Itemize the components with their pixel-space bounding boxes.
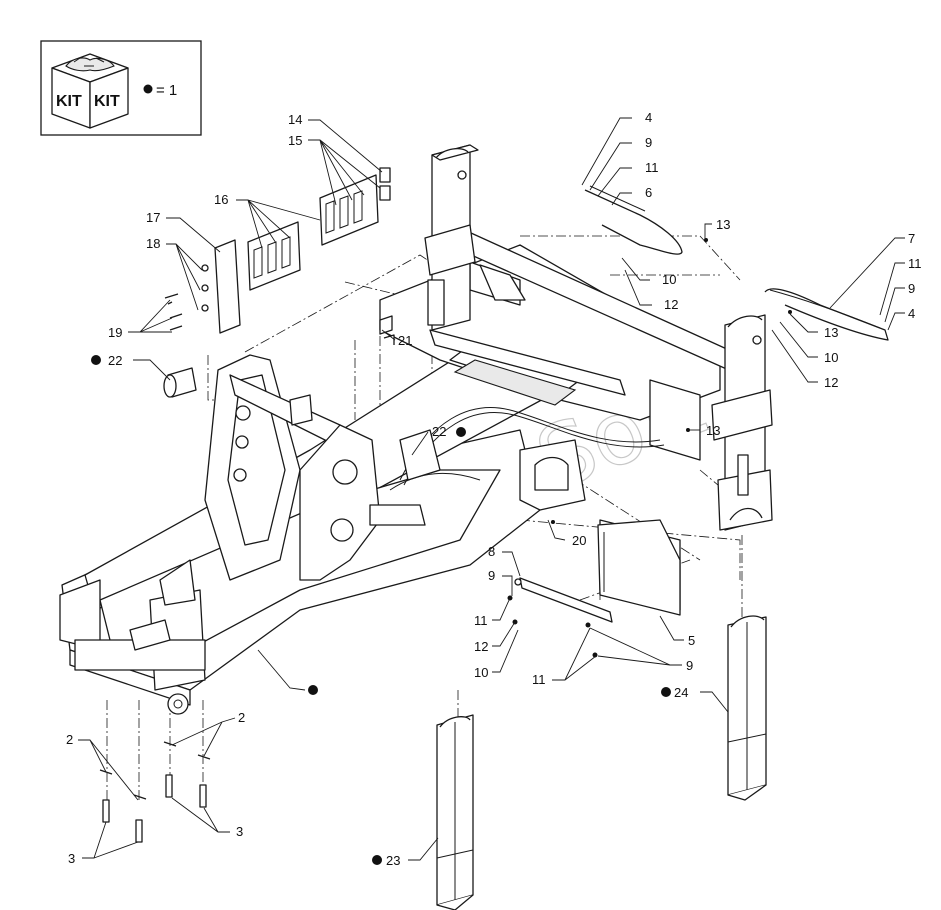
callout-13-top: 13	[716, 217, 730, 232]
callout-12-lower: 12	[474, 639, 488, 654]
callout-12-top: 12	[664, 297, 678, 312]
callout-9-lower-right: 9	[686, 658, 693, 673]
callout-11-lower-right: 11	[532, 672, 546, 687]
kit-markers	[91, 355, 671, 865]
bolts-2-3	[99, 741, 211, 843]
callout-15: 15	[288, 133, 302, 148]
callout-11-lower: 11	[474, 613, 488, 628]
kit-legend: KIT KIT = 1	[40, 40, 202, 136]
wear-pads-group	[214, 167, 391, 334]
callout-13-center: 13	[706, 423, 720, 438]
callout-23: 23	[386, 853, 400, 868]
plate-5	[597, 519, 681, 616]
callout-14: 14	[288, 112, 302, 127]
callout-10-top: 10	[662, 272, 676, 287]
callout-16: 16	[214, 192, 228, 207]
callout-2-left: 2	[66, 732, 73, 747]
callout-8: 8	[488, 544, 495, 559]
callout-22-left: 22	[108, 353, 122, 368]
callout-3-right: 3	[236, 824, 243, 839]
clip-21	[379, 315, 395, 345]
kit-label-right: KIT	[94, 93, 120, 110]
kit-marker-22-left	[91, 355, 101, 365]
callout-24: 24	[674, 685, 688, 700]
rods-6-7	[584, 185, 889, 341]
callout-10-lower: 10	[474, 665, 488, 680]
callout-2-right: 2	[238, 710, 245, 725]
callout-20: 20	[572, 533, 586, 548]
kit-label-left: KIT	[56, 93, 82, 110]
pin-8	[514, 577, 613, 623]
bolts-18-19	[164, 264, 209, 331]
leader-lines	[78, 117, 905, 861]
callout-6: 6	[645, 185, 652, 200]
callout-22-center: 22	[432, 424, 446, 439]
bushing-part	[163, 367, 197, 398]
callout-18: 18	[146, 236, 160, 251]
callout-11-right: 11	[908, 256, 922, 271]
callout-4-top: 4	[645, 110, 652, 125]
callout-17: 17	[146, 210, 160, 225]
callout-3-left: 3	[68, 851, 75, 866]
leg-24	[727, 615, 767, 801]
callout-9-lower: 9	[488, 568, 495, 583]
callout-5: 5	[688, 633, 695, 648]
callout-9-top: 9	[645, 135, 652, 150]
kit-marker-24	[661, 687, 671, 697]
callout-12-right: 12	[824, 375, 838, 390]
kit-box-icon: KIT KIT	[51, 53, 129, 129]
kit-legend-text: = 1	[156, 82, 177, 99]
callout-13-right: 13	[824, 325, 838, 340]
callout-21: 21	[398, 333, 412, 348]
callout-11-top: 11	[645, 160, 659, 175]
callout-10-right: 10	[824, 350, 838, 365]
callout-4-right: 4	[908, 306, 915, 321]
kit-marker-22-center	[456, 427, 466, 437]
left-upright-column	[424, 144, 479, 331]
kit-marker-chassis	[308, 685, 318, 695]
kit-marker-23	[372, 855, 382, 865]
right-upright-column	[711, 314, 773, 531]
kit-dot-icon	[143, 84, 153, 94]
callout-numbers: 14 15 16 17 18 19 22 21 22 20 4 9 11 6 1…	[66, 110, 922, 868]
callout-19: 19	[108, 325, 122, 340]
callout-9-right: 9	[908, 281, 915, 296]
leg-23	[436, 714, 474, 910]
callout-7: 7	[908, 231, 915, 246]
